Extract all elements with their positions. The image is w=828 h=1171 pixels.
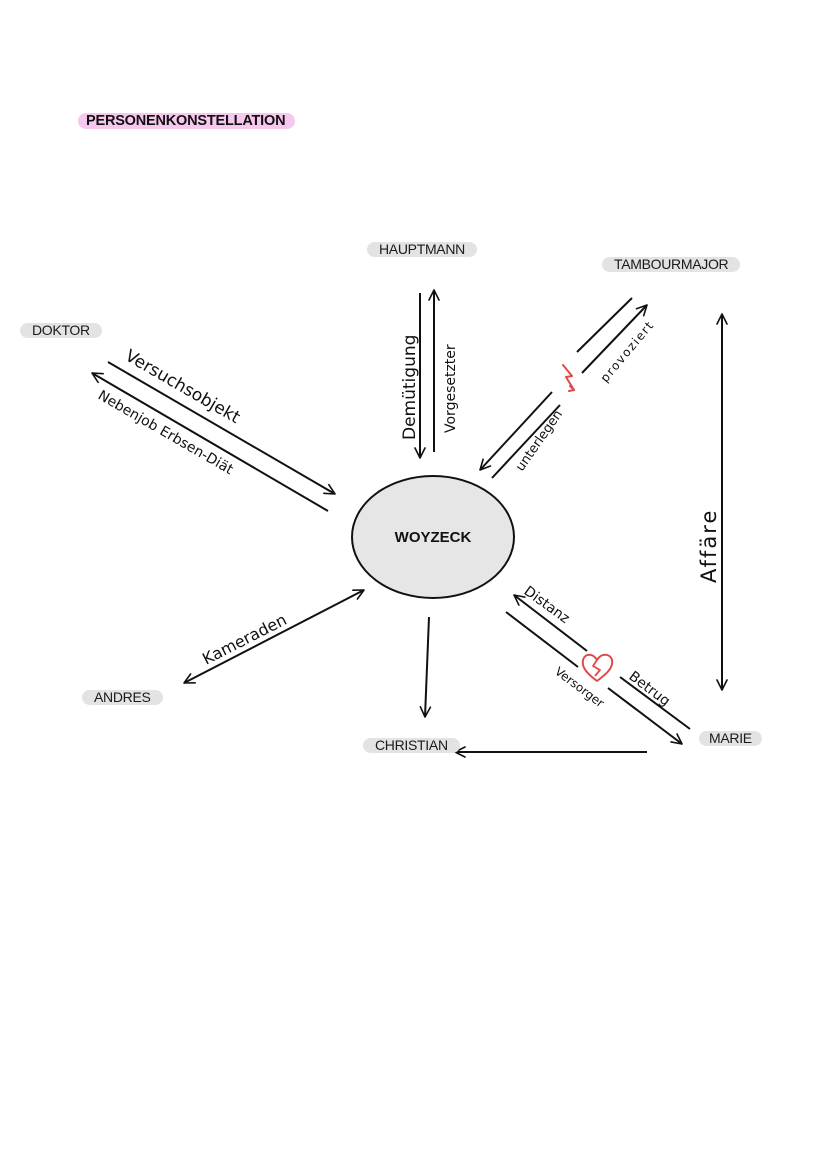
node-doktor: DOKTOR: [20, 323, 102, 338]
arrow-woyzeck-to-tambour: [491, 404, 561, 479]
label-vorgesetzter: Vorgesetzter: [443, 344, 459, 433]
label-provoziert: provoziert: [598, 318, 657, 385]
arrow-doktor-to-woyzeck: [107, 361, 336, 495]
arrow-andres-woyzeck: [183, 589, 365, 684]
node-andres: ANDRES: [82, 690, 163, 705]
arrow-tambour-to-woyzeck-upper: [576, 297, 633, 353]
node-christian: CHRISTIAN: [363, 738, 460, 753]
node-marie: MARIE: [699, 731, 762, 746]
label-kameraden: Kameraden: [199, 610, 290, 669]
arrow-woyzeck-to-christian: [419, 616, 432, 718]
arrow-marie-to-woyzeck-upper: [513, 594, 588, 652]
node-hauptmann: HAUPTMANN: [367, 242, 477, 257]
center-ellipse: [351, 475, 515, 599]
label-demuetigung: Demütigung: [400, 335, 420, 440]
page-title: PERSONENKONSTELLATION: [78, 113, 296, 129]
arrow-woyzeck-to-marie-upper: [505, 611, 579, 668]
arrow-marie-to-woyzeck-lower: [619, 676, 691, 730]
node-tambourmajor: TAMBOURMAJOR: [602, 257, 741, 272]
lightning-icon: [562, 364, 575, 392]
broken-heart-icon: [581, 653, 614, 682]
label-affaere: Affäre: [697, 509, 721, 583]
label-unterlegen: unterlegen: [513, 408, 566, 475]
arrow-woyzeck-to-marie: [607, 687, 683, 745]
arrow-woyzeck-to-tambour-upper: [581, 304, 648, 374]
arrow-woyzeck-to-doktor: [91, 372, 329, 512]
label-betrug: Betrug: [626, 668, 673, 709]
arrow-tambour-to-woyzeck: [479, 391, 553, 471]
